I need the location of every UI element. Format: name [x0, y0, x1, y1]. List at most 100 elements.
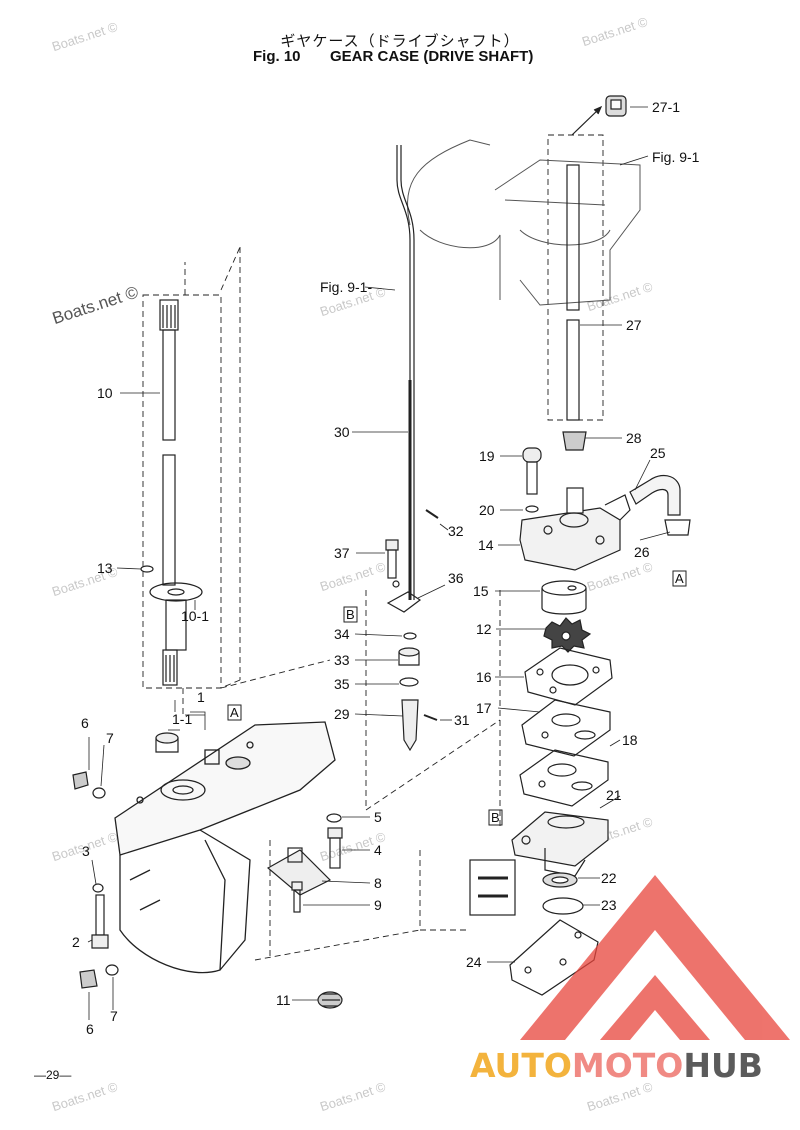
upper-casing-outline — [407, 139, 641, 306]
callout-37: 37 — [334, 545, 350, 561]
callout-22: 22 — [601, 870, 617, 886]
callout-6-top: 6 — [81, 715, 89, 731]
callout-23: 23 — [601, 897, 617, 913]
oring-34 — [403, 632, 417, 640]
logo-part-auto: AUTO — [470, 1046, 572, 1085]
ref-letter-a-mid: A — [230, 705, 239, 720]
logo-part-hub: HUB — [683, 1046, 763, 1085]
plug-6-top — [72, 771, 89, 790]
callout-18: 18 — [622, 732, 638, 748]
callout-29: 29 — [334, 706, 350, 722]
ref-letter-b-right: B — [491, 810, 500, 825]
plate-36 — [386, 591, 422, 613]
bearing-1-1 — [155, 732, 179, 753]
callout-24: 24 — [466, 954, 482, 970]
automotohub-logo-icon — [520, 875, 790, 1040]
shift-rod-30 — [396, 145, 439, 600]
callout-8: 8 — [374, 875, 382, 891]
oring-23 — [542, 897, 584, 915]
callout-9: 9 — [374, 897, 382, 913]
callout-3: 3 — [82, 843, 90, 859]
callout-14: 14 — [478, 537, 494, 553]
seal-inset — [469, 859, 516, 916]
callout-15: 15 — [473, 583, 489, 599]
bolt-9 — [291, 881, 303, 913]
bolt-2 — [91, 894, 109, 949]
callout-27: 27 — [626, 317, 642, 333]
callout-11: 11 — [276, 992, 291, 1008]
logo-part-moto: MOTO — [571, 1046, 684, 1085]
callout-13: 13 — [97, 560, 113, 576]
gasket-7-bottom — [105, 964, 119, 976]
gear-case-1 — [114, 721, 336, 974]
plug-6-bottom — [79, 969, 98, 989]
callout-10: 10 — [97, 385, 113, 401]
title-japanese: ギヤケース（ドライブシャフト） — [280, 32, 520, 50]
seal-28 — [562, 431, 587, 451]
ref-box-b-right — [488, 809, 503, 826]
washer-5 — [326, 813, 342, 823]
gasket-16 — [524, 647, 613, 706]
callout-31: 31 — [454, 712, 470, 728]
plate-17 — [521, 699, 611, 757]
bushing-33 — [398, 647, 420, 666]
callout-32: 32 — [448, 523, 464, 539]
callout-6-bottom: 6 — [86, 1021, 94, 1037]
ref-letter-b-left: B — [346, 607, 355, 622]
callout-17: 17 — [476, 700, 492, 716]
callout-20: 20 — [479, 502, 495, 518]
trim-tab-8 — [266, 847, 332, 896]
ref-box-a-right — [672, 570, 687, 587]
automotohub-logo: AUTOMOTOHUB — [470, 1046, 763, 1085]
grommet-27-1 — [605, 95, 627, 117]
callout-7-top: 7 — [106, 730, 114, 746]
callout-10-1: 10-1 — [181, 608, 209, 624]
figure-title: GEAR CASE (DRIVE SHAFT) — [330, 48, 534, 65]
callout-19: 19 — [479, 448, 495, 464]
callout-27-1: 27-1 — [652, 99, 680, 115]
page-number: —29— — [34, 1068, 72, 1082]
callout-26: 26 — [634, 544, 650, 560]
ref-letter-a-right: A — [675, 571, 684, 586]
shift-cam-29 — [401, 699, 438, 752]
callout-16: 16 — [476, 669, 492, 685]
callout-1: 1 — [197, 689, 205, 705]
callout-36: 36 — [448, 570, 464, 586]
callout-7-bottom: 7 — [110, 1008, 118, 1024]
washer-20 — [525, 505, 539, 513]
callout-33: 33 — [334, 652, 350, 668]
washer-3 — [92, 883, 104, 893]
bolt-4 — [327, 827, 343, 869]
callout-34: 34 — [334, 626, 350, 642]
callout-4: 4 — [374, 842, 382, 858]
leader-lines — [87, 106, 671, 1020]
insert-15 — [541, 580, 587, 615]
callout-21: 21 — [606, 787, 622, 803]
callout-fig-9-1-top: Fig. 9-1 — [652, 149, 700, 165]
assembly-guide-lines — [142, 134, 604, 961]
ref-box-b-left — [343, 606, 358, 623]
callout-30: 30 — [334, 424, 350, 440]
anode-11 — [317, 991, 343, 1009]
gasket-18 — [519, 749, 609, 807]
callout-25: 25 — [650, 445, 666, 461]
seal-22 — [542, 872, 578, 888]
callout-28: 28 — [626, 430, 642, 446]
callout-1-1: 1-1 — [172, 711, 192, 727]
hose-25 — [629, 475, 681, 516]
gasket-7-top — [92, 787, 106, 799]
callout-35: 35 — [334, 676, 350, 692]
callout-fig-9-1-left: Fig. 9-1- — [320, 279, 372, 295]
bolt-37 — [385, 539, 400, 588]
figure-number: Fig. 10 — [253, 48, 301, 65]
oring-35 — [399, 677, 419, 687]
cartridge-21 — [511, 811, 609, 877]
callout-5: 5 — [374, 809, 382, 825]
pump-housing-14 — [519, 487, 631, 571]
callout-12: 12 — [476, 621, 492, 637]
impeller-12 — [543, 617, 592, 653]
ref-box-a-mid — [227, 704, 242, 721]
callout-2: 2 — [72, 934, 80, 950]
